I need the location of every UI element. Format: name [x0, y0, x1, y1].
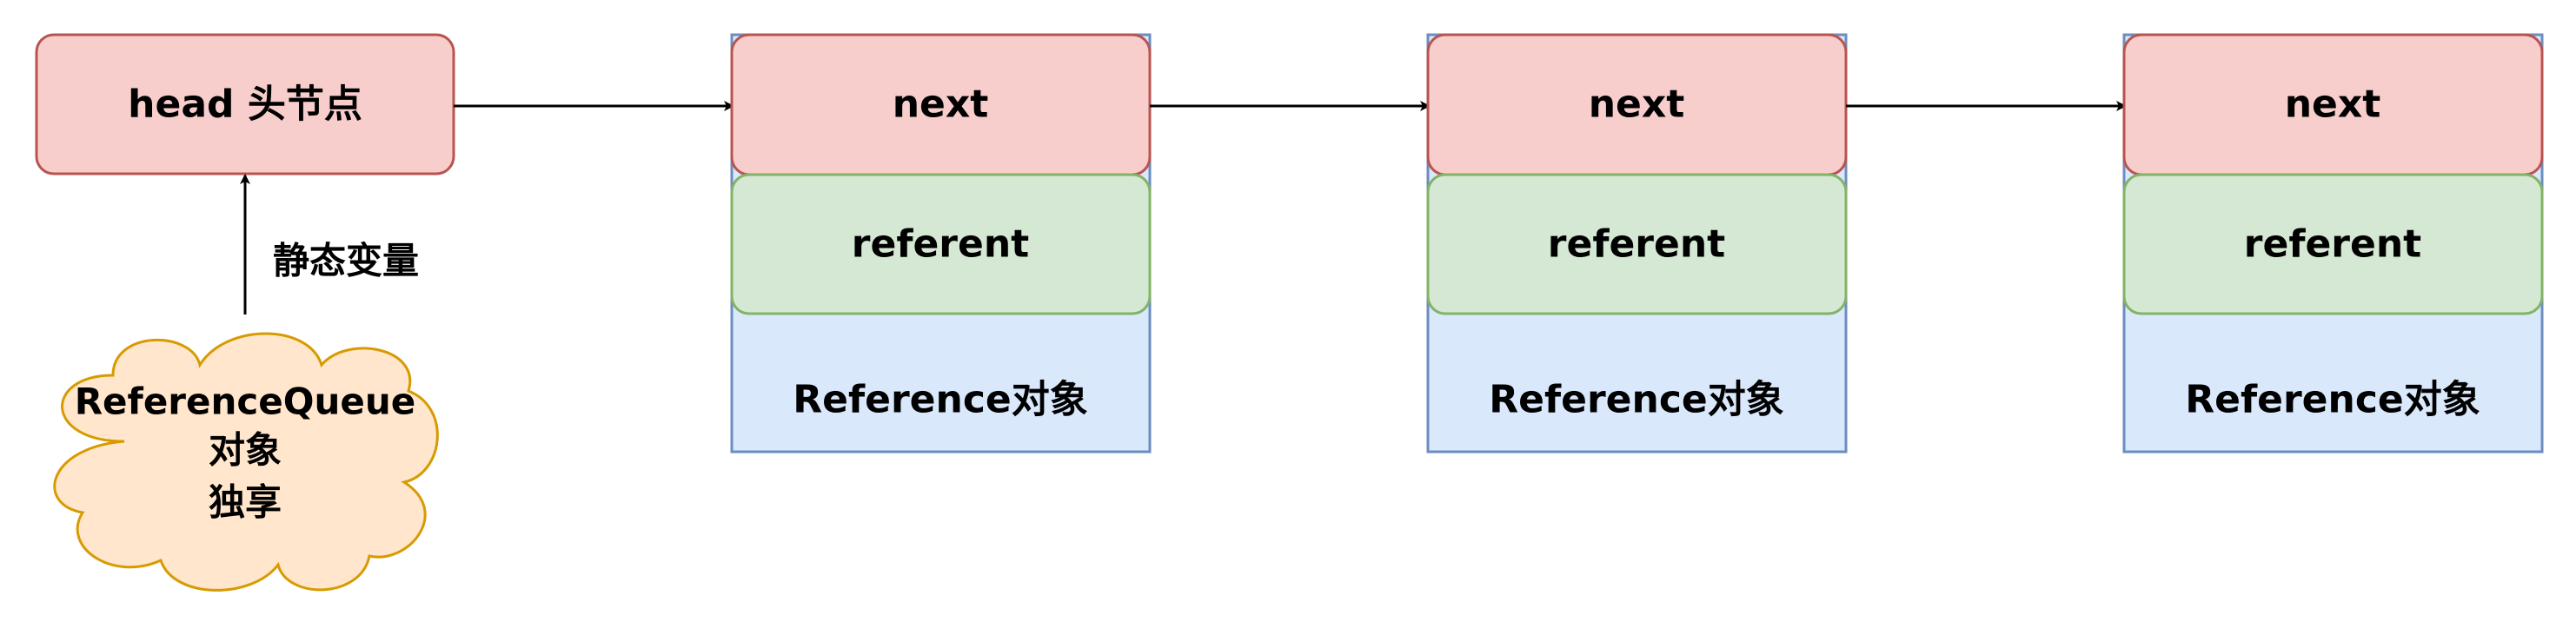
reference-node: next referent Reference对象 — [2122, 33, 2544, 454]
reference-object-label: Reference对象 — [793, 378, 1088, 422]
head-node: head 头节点 — [35, 33, 455, 175]
referent-field-box — [1426, 173, 1848, 315]
reference-queue-cloud: ReferenceQueue 对象 独享 — [53, 332, 439, 592]
next-field-label: next — [893, 83, 989, 127]
head-node-label: head 头节点 — [128, 83, 362, 127]
next-field-label: next — [1589, 83, 1685, 127]
reference-node: next referent Reference对象 — [730, 33, 1152, 454]
reference-object-label: Reference对象 — [1489, 378, 1784, 422]
queue-label-line-2: 对象 — [209, 429, 282, 472]
reference-node: next referent Reference对象 — [1426, 33, 1848, 454]
static-variable-label: 静态变量 — [273, 240, 419, 282]
queue-label-line-3: 独享 — [209, 481, 282, 524]
referent-field-label: referent — [1548, 222, 1725, 267]
reference-object-label: Reference对象 — [2185, 378, 2480, 422]
cloud-shape — [53, 332, 439, 592]
queue-label-line-1: ReferenceQueue — [75, 381, 416, 423]
next-field-label: next — [2285, 83, 2381, 127]
referent-field-label: referent — [2244, 222, 2421, 267]
referent-field-label: referent — [852, 222, 1029, 267]
referent-field-box — [730, 173, 1152, 315]
referent-field-box — [2122, 173, 2544, 315]
